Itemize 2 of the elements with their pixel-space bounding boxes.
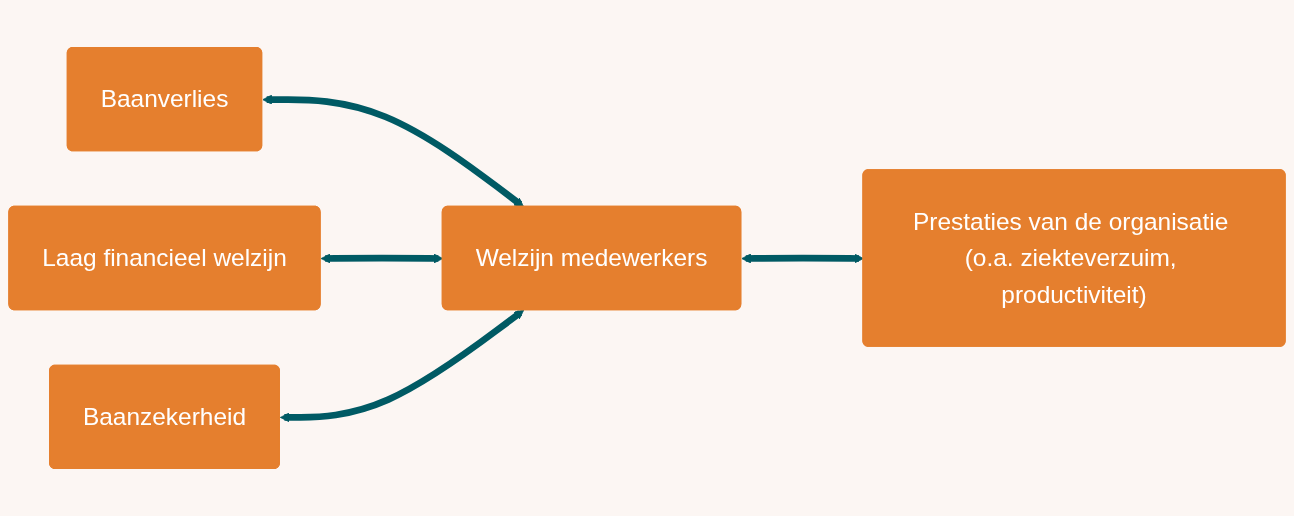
arrow: [262, 94, 525, 208]
arrow: [279, 309, 525, 423]
